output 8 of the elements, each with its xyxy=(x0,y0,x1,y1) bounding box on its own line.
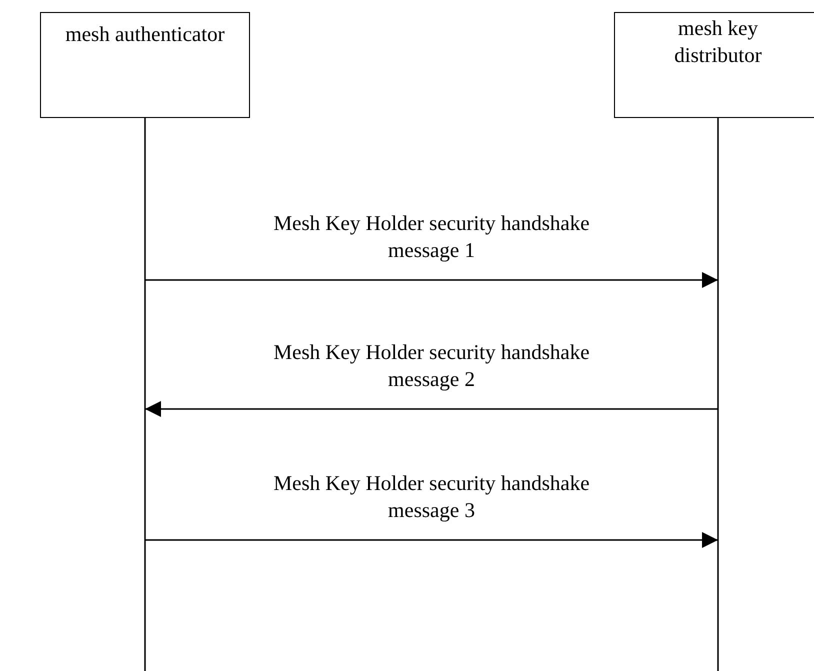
message-label: Mesh Key Holder security handshake message 2 xyxy=(272,339,591,394)
message-label: Mesh Key Holder security handshake message 1 xyxy=(272,210,591,264)
participant-box: mesh authenticator xyxy=(40,12,250,118)
message-arrow xyxy=(145,272,718,288)
message-arrow xyxy=(145,532,718,548)
message-arrow xyxy=(145,401,718,417)
message-label: Mesh Key Holder security handshake message 3 xyxy=(272,470,591,524)
participant-box: mesh key distributor xyxy=(614,12,814,118)
